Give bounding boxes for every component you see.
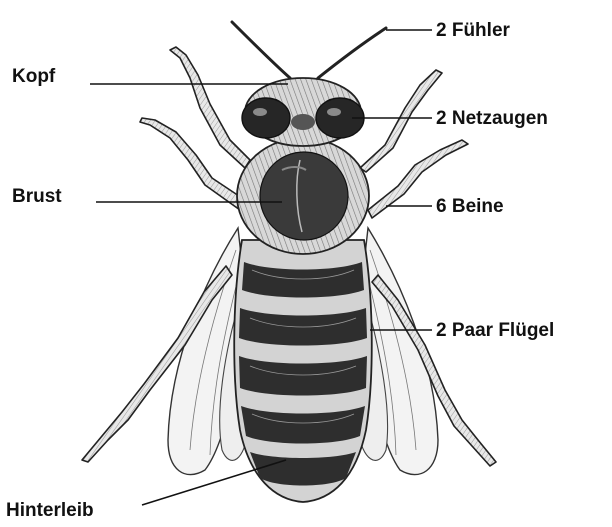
label-thorax: Brust [12,186,62,207]
thorax-drawing [237,138,369,254]
label-antennae: 2 Fühler [436,20,511,41]
abdomen-drawing [234,240,372,502]
label-abdomen: Hinterleib [6,500,94,521]
compound-eye-left [242,98,290,138]
label-legs: 6 Beine [436,196,504,217]
head-drawing [242,78,364,146]
label-head: Kopf [12,66,56,87]
label-compound-eyes: 2 Netzaugen [436,108,548,129]
label-wings: 2 Paar Flügel [436,320,554,341]
antennae-drawing [232,22,386,78]
